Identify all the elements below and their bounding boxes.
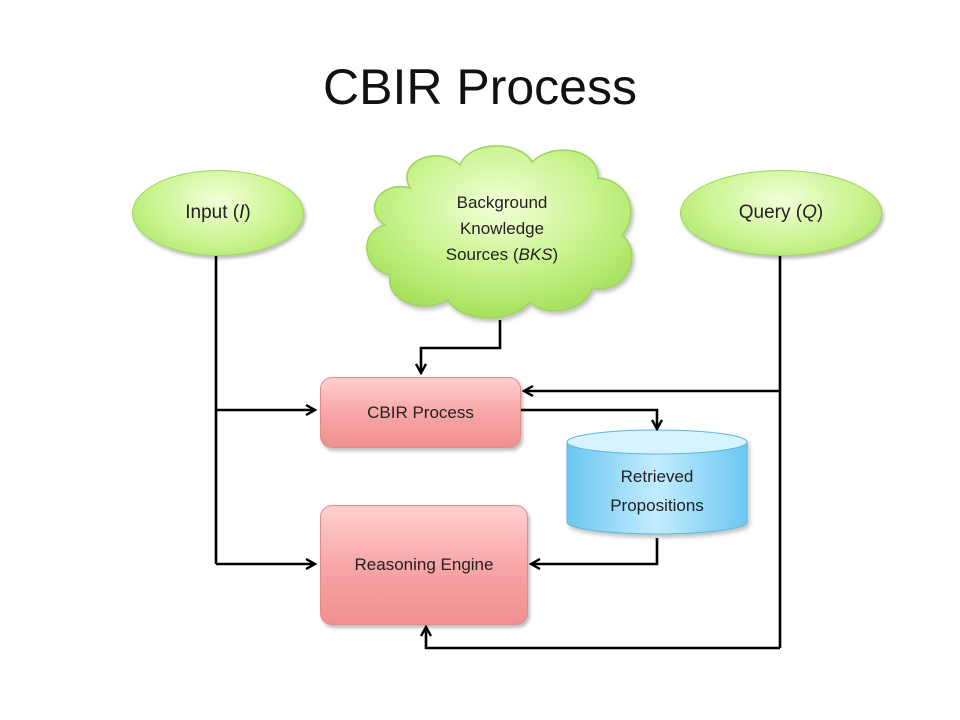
connector-query-to-reasoning [426,628,780,650]
slide-title: CBIR Process [323,59,637,115]
retrieved-label: Retrieved Propositions [610,467,704,515]
cbir-process-node: CBIR Process [320,377,521,448]
bks-cloud [366,145,633,319]
connectors [214,256,782,650]
reasoning-engine-label: Reasoning Engine [354,555,494,574]
query-label: Query (Q) [738,202,824,223]
input-label: Input (I) [185,202,251,223]
reasoning-engine-node: Reasoning Engine [320,505,528,625]
cbir-process-label: CBIR Process [367,402,474,422]
bks-label: Background Knowledge Sources (BKS) [445,193,559,264]
connector-cbir-to-retrieved [520,408,657,428]
query-node: Query (Q) [680,170,882,256]
retrieved-cylinder [566,429,748,535]
connector-retrieved-to-reasoning [532,538,659,564]
connector-bks-to-cbir [421,320,502,372]
input-node: Input (I) [132,170,304,256]
